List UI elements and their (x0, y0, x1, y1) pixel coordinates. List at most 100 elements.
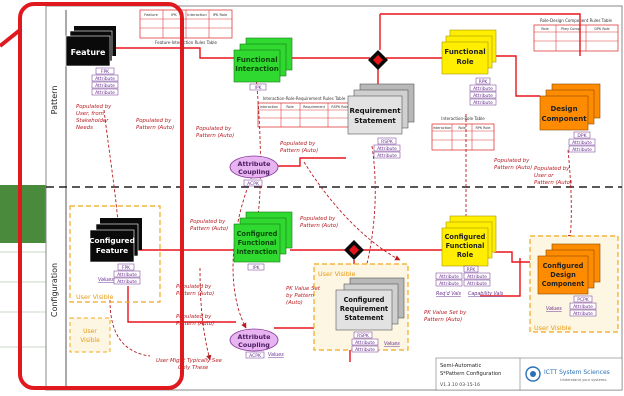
svg-text:by Pattern: by Pattern (286, 293, 315, 299)
feature-interaction-table-caption: Feature-Interaction Rules Table (155, 40, 217, 45)
svg-text:User, from: User, from (76, 111, 104, 117)
version-text: V1.3.10 03-15-16 (440, 382, 480, 388)
svg-text:Pattern (Auto): Pattern (Auto) (534, 180, 572, 186)
svg-text:Role: Role (286, 105, 293, 109)
svg-text:Populated by: Populated by (176, 314, 212, 320)
configured-coupling-entity[interactable]: Attribute Coupling ACPK Values (229, 328, 284, 359)
svg-text:Attribute: Attribute (473, 100, 493, 106)
svg-text:Interaction: Interaction (260, 105, 278, 109)
svg-text:Req'd Vals: Req'd Vals (436, 291, 461, 297)
requirement-statement-entity[interactable]: Requirement Statement RSPK Attribute Att… (347, 83, 415, 159)
title-line-1: Semi-Automatic (440, 363, 481, 369)
svg-text:DPK: DPK (577, 133, 587, 139)
svg-text:Attribute: Attribute (238, 160, 272, 168)
design-component-entity[interactable]: Design Component DPK Attribute Attribute (539, 83, 601, 153)
ictt-logo-icon (525, 366, 541, 382)
svg-text:Attribute: Attribute (238, 333, 272, 341)
svg-text:Component: Component (541, 115, 587, 123)
functional-interaction-entity[interactable]: Functional Interaction IPK (233, 37, 293, 91)
svg-text:IPK Role: IPK Role (213, 13, 228, 17)
svg-text:Interaction: Interaction (236, 248, 277, 256)
svg-text:Stakeholder: Stakeholder (76, 118, 109, 124)
svg-text:Component: Component (542, 280, 585, 288)
svg-text:Attribute: Attribute (117, 272, 137, 278)
lane-label-pattern: Pattern (50, 86, 59, 115)
svg-text:Attribute: Attribute (95, 90, 115, 96)
svg-text:Attribute: Attribute (473, 93, 493, 99)
highlight-frame (18, 2, 184, 390)
feature-key: FPK (101, 69, 110, 75)
svg-text:Configured: Configured (543, 262, 584, 270)
svg-text:RSPK Role: RSPK Role (331, 105, 348, 109)
svg-text:Values: Values (546, 306, 562, 312)
lane-label-configuration: Configuration (50, 263, 59, 317)
svg-text:Functional: Functional (238, 239, 277, 247)
svg-text:Attribute: Attribute (573, 311, 593, 317)
svg-text:Values: Values (98, 277, 114, 283)
svg-text:Interaction: Interaction (235, 65, 279, 73)
svg-text:User Visible: User Visible (76, 293, 114, 301)
svg-text:Attribute: Attribute (572, 140, 592, 146)
svg-text:Role: Role (457, 251, 474, 259)
svg-text:Feature: Feature (96, 246, 128, 255)
logo-text: ICTT System Sciences (544, 369, 610, 376)
svg-text:Interaction: Interaction (187, 13, 207, 17)
svg-text:(Auto): (Auto) (286, 300, 303, 306)
svg-text:Pattern (Auto): Pattern (Auto) (280, 148, 318, 154)
svg-text:User Visible: User Visible (534, 324, 572, 332)
svg-text:Configured: Configured (445, 233, 486, 241)
svg-text:Role: Role (456, 58, 474, 66)
svg-text:IPK: IPK (171, 13, 177, 17)
svg-text:RSPK: RSPK (357, 333, 370, 339)
svg-text:User Visible: User Visible (318, 270, 356, 278)
configured-requirement-entity[interactable]: Configured Requirement Statement RSPK At… (335, 277, 405, 353)
svg-text:Pattern (Auto): Pattern (Auto) (494, 165, 532, 171)
svg-text:Attribute: Attribute (355, 340, 375, 346)
svg-text:User Might Typically See: User Might Typically See (156, 358, 223, 364)
irr-table-caption: Interaction-Role-Requirement Rules Table (263, 96, 346, 101)
svg-text:RPK: RPK (479, 79, 489, 85)
functional-role-entity[interactable]: Functional Role RPK Attribute Attribute … (441, 29, 497, 106)
attribute-coupling-entity[interactable]: Attribute Coupling ACPK (229, 155, 279, 187)
svg-text:Requirement: Requirement (349, 107, 401, 115)
svg-text:Populated by: Populated by (534, 166, 570, 172)
svg-text:IPK: IPK (253, 265, 261, 271)
configured-role-entity[interactable]: Configured Functional Role RPK Attribute… (435, 215, 504, 297)
svg-text:Requirement: Requirement (340, 305, 388, 313)
configured-design-entity[interactable]: Configured Design Component PCPK Attribu… (537, 243, 601, 317)
svg-text:Capability Vals: Capability Vals (468, 291, 504, 297)
title-block: Semi-Automatic S*Pattern Configuration V… (435, 357, 623, 391)
svg-text:ACPK: ACPK (247, 181, 260, 187)
svg-text:Pattern (Auto): Pattern (Auto) (196, 133, 234, 139)
feature-entity[interactable]: Feature FPK Attribute Attribute Attribut… (65, 26, 119, 96)
svg-text:Populated by: Populated by (176, 284, 212, 290)
svg-text:Pattern (Auto): Pattern (Auto) (176, 291, 214, 297)
svg-text:Functional: Functional (446, 242, 485, 250)
pattern-notes: Populated by User, from Stakeholder Need… (76, 104, 572, 186)
svg-text:Only These: Only These (178, 365, 209, 371)
svg-text:Design: Design (550, 271, 576, 279)
feature-title: Feature (71, 48, 106, 57)
svg-text:Populated by: Populated by (494, 158, 530, 164)
svg-text:Role: Role (541, 27, 548, 31)
configuration-notes: Populated by Pattern (Auto) Populated by… (156, 216, 467, 371)
configured-interaction-entity[interactable]: Configured Functional Interaction IPK (233, 211, 293, 271)
svg-text:Role: Role (458, 126, 465, 130)
svg-text:Attribute: Attribute (467, 274, 487, 280)
svg-text:Pattern (Auto): Pattern (Auto) (190, 226, 228, 232)
interaction-role-requirement-table: Interaction-Role-Requirement Rules Table… (257, 96, 353, 128)
svg-text:Populated by: Populated by (300, 216, 336, 222)
svg-text:Requirement: Requirement (303, 105, 325, 109)
svg-text:Populated by: Populated by (76, 104, 112, 110)
logo-tagline: Understand your systems. (560, 378, 607, 382)
svg-text:Attribute: Attribute (377, 146, 397, 152)
configured-feature-entity[interactable]: Configured Feature FPK Attribute Attribu… (89, 218, 142, 285)
svg-text:Pattern (Auto): Pattern (Auto) (300, 223, 338, 229)
interaction-role-table-caption: Interaction-Role Table (441, 116, 485, 121)
svg-text:Attribute: Attribute (377, 153, 397, 159)
svg-text:Needs: Needs (76, 125, 93, 131)
svg-text:Attribute: Attribute (439, 281, 459, 287)
svg-text:Attribute: Attribute (473, 86, 493, 92)
svg-text:RPK: RPK (467, 267, 477, 273)
